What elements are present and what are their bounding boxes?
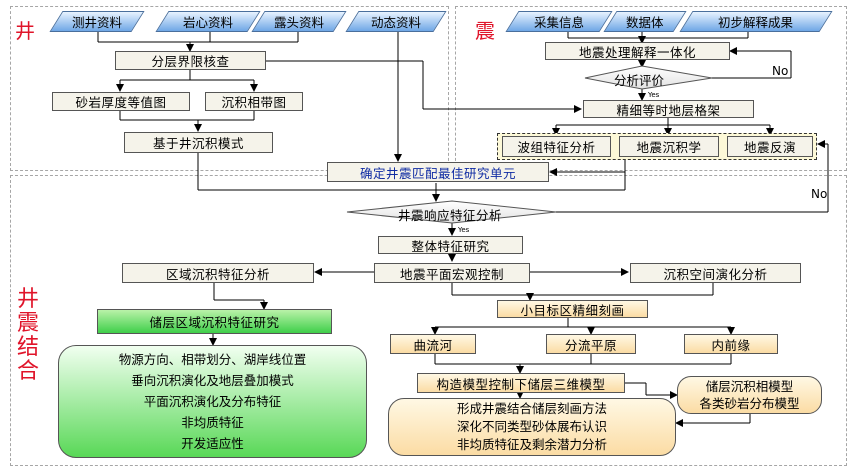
distributary-plain: 分流平原 — [546, 334, 636, 354]
well-region-label: 井 — [15, 19, 35, 43]
best-research-unit: 确定井震匹配最佳研究单元 — [327, 162, 549, 182]
input-acquisition-info: 采集信息 — [505, 11, 613, 32]
input-data-volume: 数据体 — [603, 11, 687, 32]
green-results-box: 物源方向、相带划分、湖岸线位置 垂向沉积演化及地层叠加模式 平面沉积演化及分布特… — [58, 345, 367, 458]
regional-sedimentary-analysis: 区域沉积特征分析 — [122, 263, 314, 283]
no-label-1: No — [772, 64, 789, 78]
input-dynamic-data: 动态资料 — [345, 11, 447, 32]
layer-boundary-check: 分层界限核查 — [115, 51, 266, 70]
reservoir-regional-study: 储层区域沉积特征研究 — [97, 309, 332, 334]
seismic-processing-box: 地震处理解释一体化 — [545, 42, 730, 60]
yes-label-2: Yes — [458, 226, 470, 234]
seismic-region-label: 震 — [475, 19, 495, 43]
input-outcrop-data: 露头资料 — [251, 11, 347, 32]
orange-results-box: 形成井震结合储层刻画方法 深化不同类型砂体展布认识 非均质特征及剩余潜力分析 — [388, 398, 676, 456]
seismic-macro-control: 地震平面宏观控制 — [374, 263, 530, 283]
input-core-data: 岩心资料 — [155, 11, 261, 32]
input-initial-interpretation: 初步解释成果 — [679, 11, 833, 32]
yes-label-1: Yes — [648, 91, 660, 99]
well-sedimentary-model: 基于井沉积模式 — [124, 132, 273, 153]
seismic-sedimentology: 地震沉积学 — [619, 136, 719, 157]
no-label-2: No — [811, 187, 828, 201]
input-well-logging: 测井资料 — [49, 11, 145, 32]
combined-region-label: 井震结合 — [17, 287, 40, 384]
overall-feature-study: 整体特征研究 — [378, 236, 523, 254]
meandering-river: 曲流河 — [390, 334, 476, 354]
structural-3d-model: 构造模型控制下储层三维模型 — [417, 373, 625, 393]
facies-belt-map: 沉积相带图 — [205, 92, 303, 111]
fine-isochronous-framework: 精细等时地层格架 — [583, 100, 754, 118]
sandstone-thickness-map: 砂岩厚度等值图 — [52, 92, 190, 111]
facies-distribution-model: 储层沉积相模型 各类砂岩分布模型 — [677, 376, 822, 414]
response-analysis-decision: 井震响应特征分析 — [398, 208, 503, 223]
inner-front: 内前缘 — [684, 334, 778, 354]
analysis-eval-decision: 分析评价 — [614, 73, 665, 88]
small-target-characterization: 小目标区精细刻画 — [497, 300, 648, 318]
well-region — [10, 6, 449, 171]
seismic-region — [455, 6, 847, 171]
sedimentary-spatial-evolution: 沉积空间演化分析 — [630, 263, 801, 283]
wave-group-analysis: 波组特征分析 — [502, 136, 611, 157]
seismic-inversion: 地震反演 — [727, 136, 813, 157]
